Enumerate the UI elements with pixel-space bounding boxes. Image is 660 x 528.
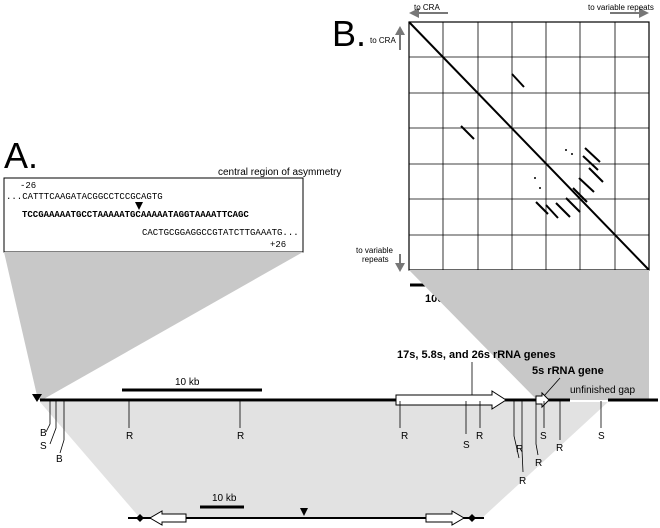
panel-b-letter: B.	[332, 13, 366, 54]
dotplot-main-diagonal	[408, 21, 650, 271]
side-down-arrow	[395, 254, 405, 272]
site-label: S	[463, 440, 470, 451]
side-up-arrow	[395, 26, 405, 50]
panel-a-title: central region of asymmetry	[218, 167, 341, 178]
site-label: S	[598, 431, 605, 442]
map-cra-marker	[32, 394, 42, 402]
site-label: R	[401, 431, 408, 442]
bottom-scale-label: 10 kb	[212, 493, 237, 504]
bottom-left-gene-arrow	[149, 510, 187, 526]
site-label: R	[476, 431, 483, 442]
seq-center-marker	[135, 202, 143, 210]
bottom-center-marker	[300, 508, 308, 516]
side-bottom-label-2: repeats	[362, 255, 389, 264]
seq-middle: TCCGAAAAATGCCTAAAAATGCAAAAATAGGTAAAATTCA…	[22, 210, 249, 220]
top-left-arrow	[409, 8, 448, 18]
side-bottom-label-1: to variable	[356, 246, 393, 255]
seq-pos-right: +26	[270, 240, 286, 250]
five-s-label: 5s rRNA gene	[532, 365, 604, 377]
dotplot-grid	[408, 21, 650, 271]
restriction-site-ticks	[45, 401, 602, 473]
panel-a-zoom-funnel	[4, 252, 303, 400]
bottom-right-gene-arrow	[425, 510, 465, 526]
panel-b-zoom-funnel	[409, 270, 649, 400]
bottom-left-end	[136, 514, 144, 522]
dotplot-dots	[534, 149, 573, 189]
site-label: S	[540, 431, 547, 442]
bottom-right-end	[468, 514, 476, 522]
sequence-box	[3, 177, 304, 253]
site-label: B	[40, 428, 47, 439]
dotplot-matches	[460, 73, 604, 219]
top-left-label: to CRA	[414, 3, 440, 12]
five-s-gene-arrow	[535, 391, 550, 409]
site-label: R	[519, 476, 526, 487]
map-scale-label: 10 kb	[175, 377, 200, 388]
five-s-pointer	[543, 377, 561, 397]
site-label: R	[535, 458, 542, 469]
seq-pos-left: -26	[20, 181, 36, 191]
site-label: R	[237, 431, 244, 442]
seq-top-strand: ...CATTTCAAGATACGGCCTCCGCAGTG	[6, 192, 163, 202]
side-top-label: to CRA	[370, 36, 396, 45]
site-label: S	[40, 441, 47, 452]
site-label: B	[56, 454, 63, 465]
panel-a-letter: A.	[4, 135, 38, 176]
site-label: R	[556, 443, 563, 454]
site-label: R	[126, 431, 133, 442]
top-right-label: to variable repeats	[588, 3, 654, 12]
seq-bottom-strand: CACTGCGGAGGCCGTATCTTGAAATG...	[142, 228, 299, 238]
rrna-gene-arrow	[395, 390, 507, 410]
gap-label: unfinished gap	[570, 385, 635, 396]
top-right-arrow	[610, 8, 649, 18]
site-label: R	[516, 444, 523, 455]
rrna-genes-label: 17s, 5.8s, and 26s rRNA genes	[397, 349, 556, 361]
